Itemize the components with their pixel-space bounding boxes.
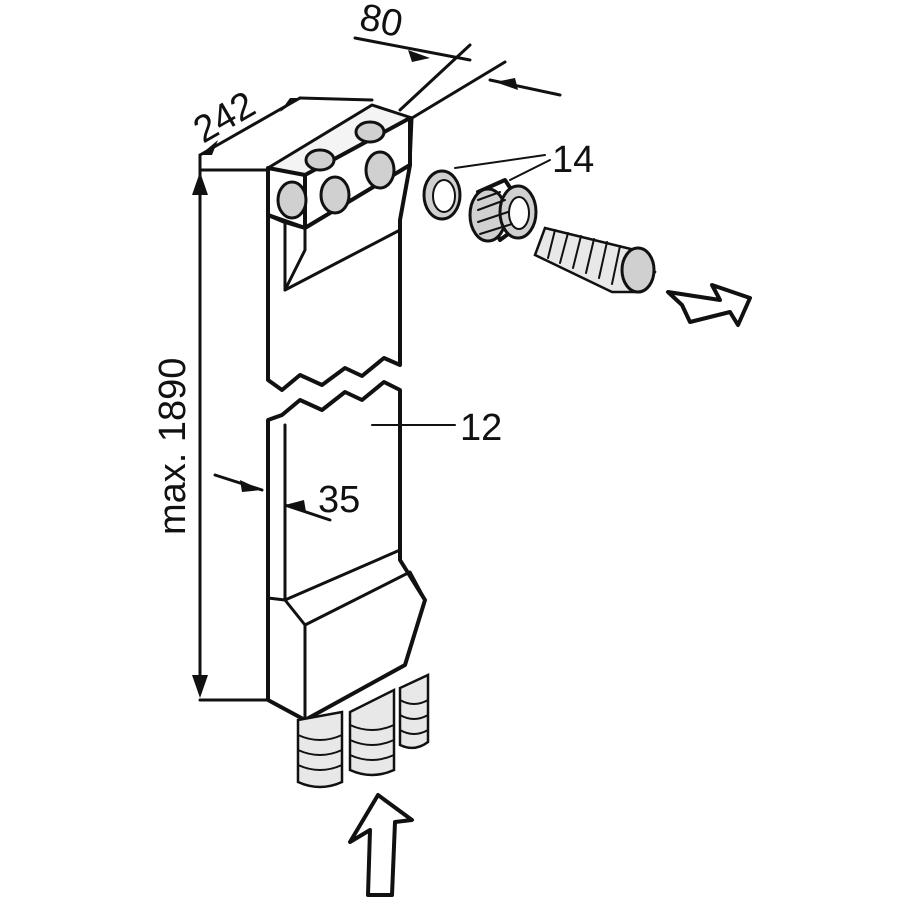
duct-port-icon: [354, 120, 386, 144]
bottom-hose-stubs: [296, 673, 430, 789]
lower-duct-section: [266, 380, 430, 789]
height-dimension-label: max. 1890: [152, 358, 194, 535]
duct-port-icon: [276, 180, 308, 220]
duct-port-icon: [319, 175, 351, 215]
duct-callout-label: 12: [460, 407, 502, 449]
exhaust-arrow-icon: [666, 283, 752, 327]
wall-dimension-label: 35: [318, 479, 360, 521]
upper-duct-section: [266, 103, 414, 392]
fittings-assembly: [422, 169, 657, 294]
duct-port-icon: [364, 150, 396, 190]
intake-arrow-icon: [348, 793, 414, 897]
fittings-callout-label: 14: [552, 139, 594, 181]
duct-port-icon: [304, 148, 336, 172]
dimension-lines: [192, 36, 562, 702]
width-dimension-label: 242: [187, 84, 263, 152]
depth-dimension-label: 80: [356, 0, 406, 46]
